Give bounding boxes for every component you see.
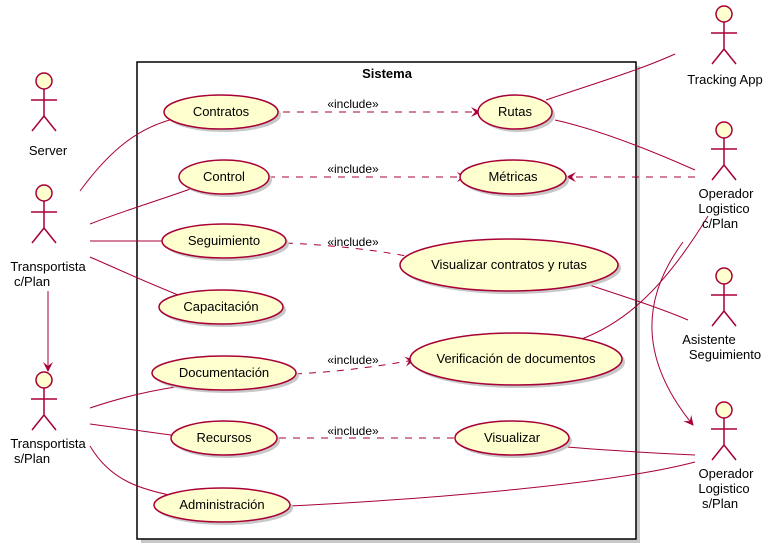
svg-text:s/Plan: s/Plan — [702, 496, 738, 511]
include-label: «include» — [327, 235, 379, 249]
include-edge-documentacion-verificacion — [294, 356, 415, 375]
svg-text:Server: Server — [29, 143, 68, 158]
svg-text:Asistente: Asistente — [682, 332, 735, 347]
use-case-recursos[interactable]: Recursos — [170, 420, 280, 458]
use-case-rutas[interactable]: Rutas — [477, 94, 555, 132]
svg-text:Transportista: Transportista — [10, 259, 86, 274]
svg-text:Tracking App: Tracking App — [687, 72, 762, 87]
svg-text:Documentación: Documentación — [179, 365, 269, 380]
include-edge-seguimiento-visualizar — [285, 242, 422, 262]
actor-server[interactable]: Server — [29, 72, 68, 158]
svg-text:Seguimiento: Seguimiento — [188, 233, 260, 248]
svg-text:Administración: Administración — [179, 497, 264, 512]
svg-text:c/Plan: c/Plan — [702, 216, 738, 231]
svg-text:Verificación de documentos: Verificación de documentos — [437, 351, 596, 366]
use-case-visualizar-contratos-rutas[interactable]: Visualizar contratos y rutas — [399, 238, 621, 294]
include-label: «include» — [327, 162, 379, 176]
svg-text:Seguimiento: Seguimiento — [689, 347, 761, 362]
include-labels: «include» «include» «include» «include» … — [327, 97, 379, 438]
svg-text:Operador: Operador — [699, 186, 755, 201]
svg-text:Capacitación: Capacitación — [183, 299, 258, 314]
include-label: «include» — [327, 353, 379, 367]
svg-text:c/Plan: c/Plan — [14, 274, 50, 289]
svg-text:Métricas: Métricas — [488, 169, 538, 184]
actor-operador-cplan[interactable]: Operador Logistico c/Plan — [698, 121, 755, 231]
use-case-metricas[interactable]: Métricas — [459, 159, 569, 197]
use-case-verificacion[interactable]: Verificación de documentos — [409, 332, 625, 388]
edge-operador-cplan-splan — [651, 241, 694, 426]
svg-text:Logistico: Logistico — [698, 201, 749, 216]
actor-asistente-seguimiento[interactable]: Asistente Seguimiento — [682, 267, 761, 362]
svg-text:Contratos: Contratos — [193, 104, 250, 119]
use-case-visualizar[interactable]: Visualizar — [454, 420, 572, 458]
system-title: Sistema — [362, 66, 413, 81]
actor-transportista-splan[interactable]: Transportista s/Plan — [10, 371, 86, 466]
system-boundary: Sistema — [136, 61, 640, 543]
svg-text:Visualizar contratos y rutas: Visualizar contratos y rutas — [431, 257, 587, 272]
svg-text:Operador: Operador — [699, 466, 755, 481]
svg-text:Visualizar: Visualizar — [484, 430, 541, 445]
svg-text:Control: Control — [203, 169, 245, 184]
use-case-contratos[interactable]: Contratos — [163, 94, 281, 132]
use-case-seguimiento[interactable]: Seguimiento — [161, 223, 289, 261]
include-label: «include» — [327, 97, 379, 111]
svg-text:Recursos: Recursos — [197, 430, 252, 445]
actor-operador-splan[interactable]: Operador Logistico s/Plan — [698, 401, 755, 511]
use-case-documentacion[interactable]: Documentación — [151, 355, 299, 393]
actors: Server Transportista c/Plan Transportist… — [10, 5, 763, 511]
svg-text:Transportista: Transportista — [10, 436, 86, 451]
include-label: «include» — [327, 424, 379, 438]
use-case-capacitacion[interactable]: Capacitación — [158, 289, 286, 327]
use-case-control[interactable]: Control — [178, 159, 272, 197]
svg-text:s/Plan: s/Plan — [14, 451, 50, 466]
actor-transportista-cplan[interactable]: Transportista c/Plan — [10, 184, 86, 289]
use-cases: Contratos Rutas Control Métricas Seguimi… — [151, 94, 625, 525]
use-case-administracion[interactable]: Administración — [153, 487, 293, 525]
svg-text:Rutas: Rutas — [498, 104, 532, 119]
svg-text:Logistico: Logistico — [698, 481, 749, 496]
actor-tracking-app[interactable]: Tracking App — [687, 5, 763, 87]
edges — [43, 53, 709, 507]
